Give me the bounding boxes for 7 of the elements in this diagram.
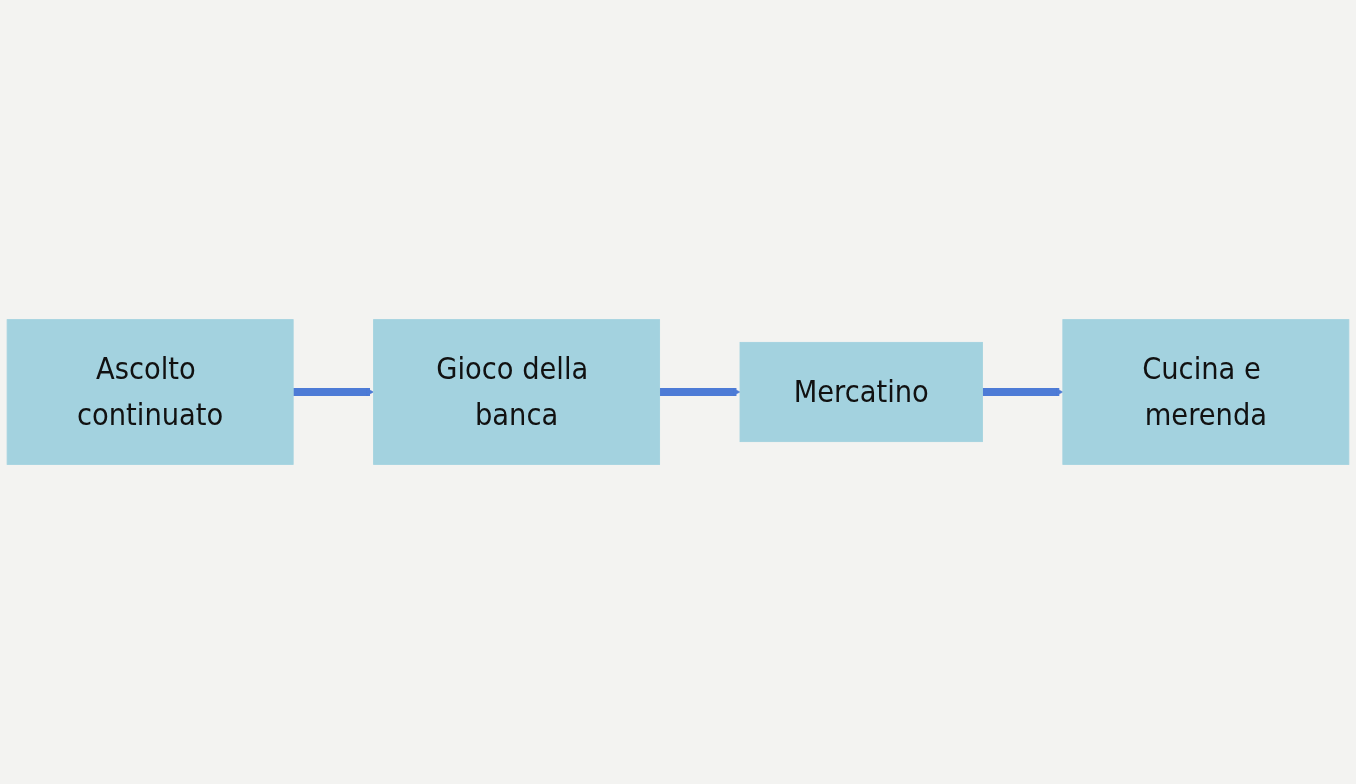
node-box: Cucina e merenda	[1062, 319, 1350, 465]
node-box: Gioco della banca	[373, 319, 661, 465]
arrow	[293, 388, 374, 396]
arrow	[659, 388, 741, 396]
node-box: Mercatino	[739, 341, 983, 443]
arrow	[982, 388, 1064, 396]
node-box: Ascolto continuato	[6, 319, 294, 465]
